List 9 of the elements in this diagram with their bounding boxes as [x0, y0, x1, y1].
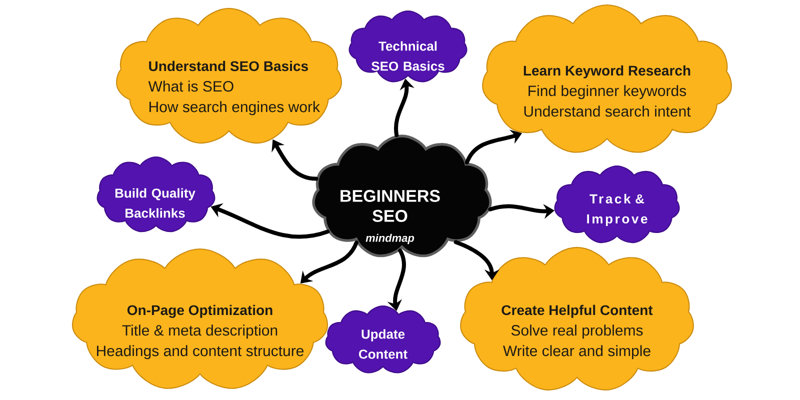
subtopic-cloud: Update Content — [325, 305, 441, 374]
subtopic-cloud: Technical SEO Basics — [348, 10, 468, 82]
topic-cloud: On-Page Optimization Title & meta description Headings and content structure — [72, 248, 328, 389]
central-cloud: BEGINNERS SEO mindmap — [312, 134, 492, 258]
topic-cloud: Learn Keyword Research Find beginner keywords Understand search intent — [482, 4, 732, 153]
subtopic-cloud: Build Quality Backlinks — [96, 156, 216, 232]
subtopic-cloud: Track & Improve — [554, 165, 680, 244]
topic-cloud: Understand SEO Basics What is SEO How search engines work — [116, 8, 342, 144]
topic-cloud: Create Helpful Content Solve real problems Write clear and simple — [460, 246, 694, 390]
